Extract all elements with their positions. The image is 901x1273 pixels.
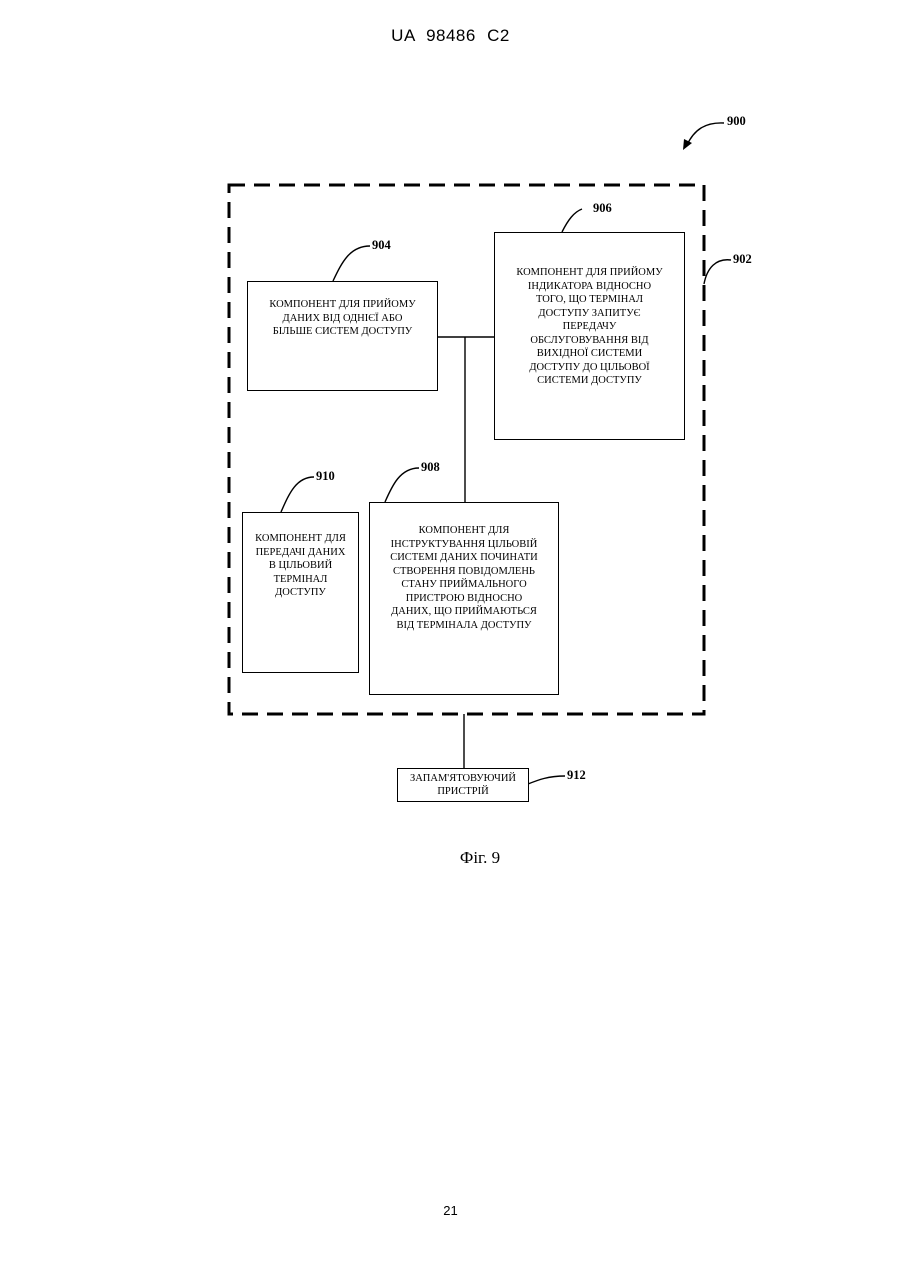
leader-900-arrow [687, 123, 724, 145]
ref-label-912: 912 [567, 768, 586, 783]
component-box-904: КОМПОНЕНТ ДЛЯ ПРИЙОМУ ДАНИХ ВІД ОДНІЄЇ А… [247, 281, 438, 391]
ref-label-900: 900 [727, 114, 746, 129]
page-number: 21 [0, 1203, 901, 1218]
leader-910 [281, 477, 314, 512]
ref-label-906: 906 [593, 201, 612, 216]
leader-912 [528, 776, 565, 784]
leader-908 [385, 468, 419, 502]
ref-label-910: 910 [316, 469, 335, 484]
ref-label-908: 908 [421, 460, 440, 475]
ref-label-902: 902 [733, 252, 752, 267]
leader-902 [704, 260, 731, 284]
component-box-910: КОМПОНЕНТ ДЛЯ ПЕРЕДАЧІ ДАНИХ В ЦІЛЬОВИЙ … [242, 512, 359, 673]
arrowhead-900 [683, 139, 692, 150]
leader-904 [333, 246, 370, 281]
component-box-906: КОМПОНЕНТ ДЛЯ ПРИЙОМУ ІНДИКАТОРА ВІДНОСН… [494, 232, 685, 440]
figure-caption: Фіг. 9 [0, 848, 901, 868]
ref-label-904: 904 [372, 238, 391, 253]
leader-906 [562, 209, 582, 232]
memory-box-912: ЗАПАМ'ЯТОВУЮЧИЙ ПРИСТРІЙ [397, 768, 529, 802]
component-box-908: КОМПОНЕНТ ДЛЯ ІНСТРУКТУВАННЯ ЦІЛЬОВІЙ СИ… [369, 502, 559, 695]
